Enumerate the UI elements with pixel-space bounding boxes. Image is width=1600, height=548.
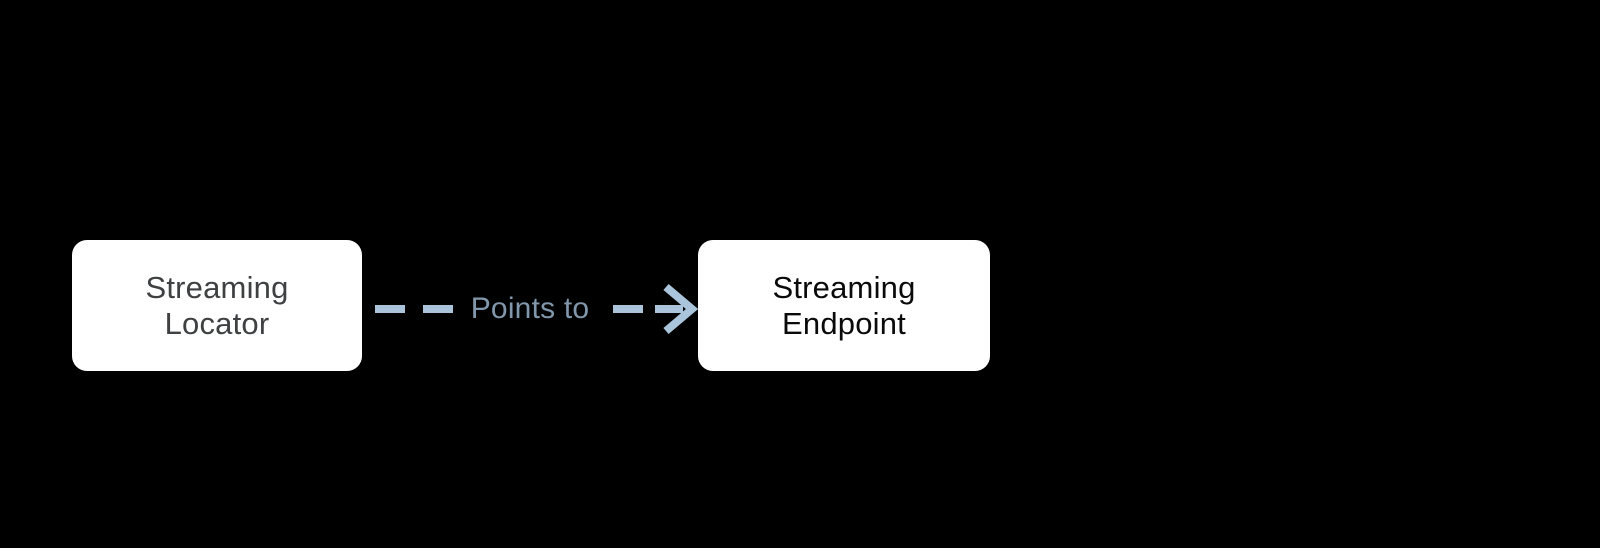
arrow-right-icon: [663, 283, 699, 335]
connector-dashes: [375, 283, 699, 335]
connector-label: Points to: [470, 292, 590, 325]
node-streaming-endpoint: Streaming Endpoint: [698, 240, 990, 371]
node-streaming-locator-label-line2: Locator: [164, 305, 270, 341]
connector-dashed-line: [375, 283, 699, 335]
node-streaming-endpoint-label-line2: Endpoint: [782, 305, 906, 341]
node-streaming-locator-label-line1: Streaming: [145, 269, 289, 305]
node-streaming-locator: Streaming Locator: [72, 240, 362, 371]
node-streaming-endpoint-label-line1: Streaming: [772, 269, 916, 305]
